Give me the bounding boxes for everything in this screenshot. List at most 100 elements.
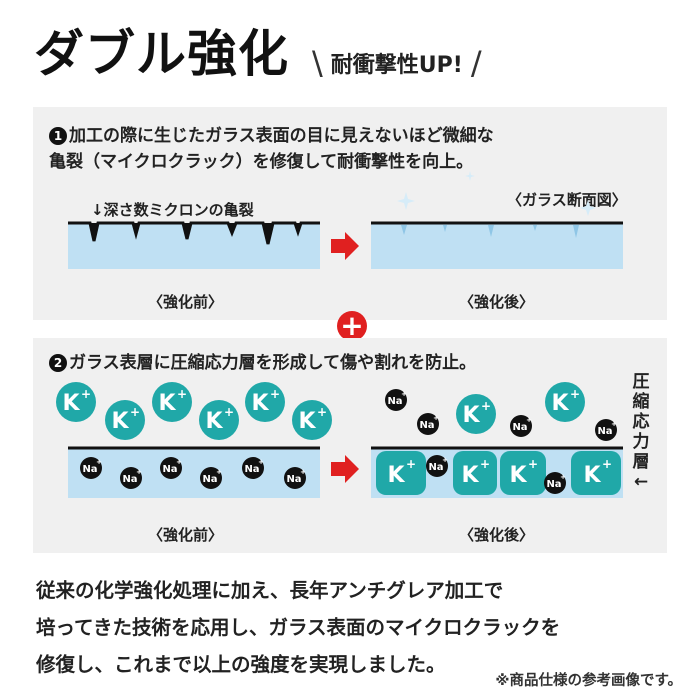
k-ion: K + [376,451,426,495]
step2-number: 2 [49,354,67,372]
svg-text:Na: Na [286,474,301,485]
svg-text:+: + [611,420,617,428]
svg-text:K: K [462,403,480,428]
svg-text:K: K [583,463,601,488]
arrow-right-icon [331,232,359,260]
na-ion: Na + [160,457,182,479]
compression-layer-label: 圧 縮 応 力 層 ← [630,372,652,492]
svg-text:K: K [298,409,316,434]
k-ion: K + [56,382,96,422]
repaired-cracks [401,225,579,238]
svg-text:+: + [406,457,416,471]
na-ion: Na + [242,457,264,479]
svg-text:+: + [216,468,222,476]
vertical-char: 力 [632,432,650,452]
svg-text:+: + [480,457,490,471]
svg-text:K: K [111,409,129,434]
arrow-left-icon: ← [633,472,649,492]
svg-text:+: + [270,387,280,401]
before-caption-2: 〈強化前〉 [148,526,224,544]
na-ion: Na + [120,467,142,489]
k-ion: K + [571,451,621,495]
footnote: ※商品仕様の参考画像です。 [495,673,682,689]
svg-text:+: + [177,387,187,401]
svg-text:Na: Na [122,474,137,485]
svg-text:Na: Na [597,426,612,437]
na-ions-before: Na + Na + Na + Na + Na + Na + [80,457,306,489]
before-caption-1: 〈強化前〉 [148,293,224,311]
svg-text:Na: Na [419,420,434,431]
arrow-right-icon [331,455,359,483]
vertical-char: 縮 [632,392,650,412]
svg-text:K: K [62,391,80,416]
svg-text:+: + [317,405,327,419]
description-line3: 修復し、これまで以上の強度を実現しました。 [36,653,446,676]
svg-text:Na: Na [82,464,97,475]
svg-text:+: + [602,457,612,471]
k-ions-before: K + K + K + K + K + [56,382,332,440]
crack-label: ↓深さ数ミクロンの亀裂 [91,201,254,219]
svg-text:K: K [461,463,479,488]
svg-text:+: + [81,387,91,401]
svg-text:+: + [136,468,142,476]
glass-after-body [371,223,623,269]
k-ions-after-embedded: K + Na + K + K + Na + K + [376,451,621,495]
vertical-char: 圧 [632,372,650,392]
svg-text:+: + [528,457,538,471]
k-ions-after-top: K + K + [456,382,585,434]
na-ions-after: Na + Na + Na + Na + [385,389,617,441]
ion-diagram: K + K + K + K + K + [56,382,623,498]
svg-text:K: K [551,391,569,416]
sparkle-icon [397,192,415,210]
svg-text:+: + [96,458,102,466]
svg-text:+: + [300,468,306,476]
svg-text:K: K [251,391,269,416]
na-ion: Na + [284,467,306,489]
after-caption-1: 〈強化後〉 [459,293,535,311]
svg-text:+: + [224,405,234,419]
slash-right: / [470,44,482,82]
svg-text:+: + [442,456,448,464]
na-ion: Na + [200,467,222,489]
na-ion: Na + [510,415,532,437]
svg-text:+: + [176,458,182,466]
sparkle-icon [465,171,475,181]
step1-line1: 加工の際に生じたガラス表面の目に見えないほど微細な [69,126,494,146]
na-ion: Na + [80,457,102,479]
svg-text:+: + [526,416,532,424]
description-line1: 従来の化学強化処理に加え、長年アンチグレア加工で [36,579,504,602]
step1-line2: 亀裂（マイクロクラック）を修復して耐衝撃性を向上。 [49,152,474,172]
na-ion: Na + [595,419,617,441]
description-line2: 培ってきた技術を応用し、ガラス表面のマイクロクラックを [36,616,561,639]
svg-text:Na: Na [512,422,527,433]
svg-text:+: + [560,473,566,481]
k-ion: K + [500,451,546,495]
vertical-char: 応 [632,412,650,432]
after-caption-2: 〈強化後〉 [459,526,535,544]
svg-text:+: + [570,387,580,401]
plus-icon: + [337,311,367,341]
na-ion: Na + [426,455,448,477]
na-ion: Na + [385,389,407,411]
glass-before-surface [68,221,320,245]
glass-before-body [68,223,320,269]
svg-text:+: + [130,405,140,419]
svg-text:Na: Na [428,462,443,473]
svg-text:+: + [433,414,439,422]
k-ion: K + [453,451,497,495]
slogan: \ 耐衝撃性UP! / [312,44,482,82]
svg-text:+: + [258,458,264,466]
na-ion: Na + [544,472,566,494]
sparkle-icon [580,200,596,216]
slash-left: \ [312,44,323,82]
svg-text:K: K [509,463,527,488]
slogan-text: 耐衝撃性UP! [330,53,463,78]
svg-text:Na: Na [162,464,177,475]
svg-text:+: + [401,390,407,398]
k-ion: K + [456,394,496,434]
description: 従来の化学強化処理に加え、長年アンチグレア加工で 培ってきた技術を応用し、ガラス… [36,572,676,683]
